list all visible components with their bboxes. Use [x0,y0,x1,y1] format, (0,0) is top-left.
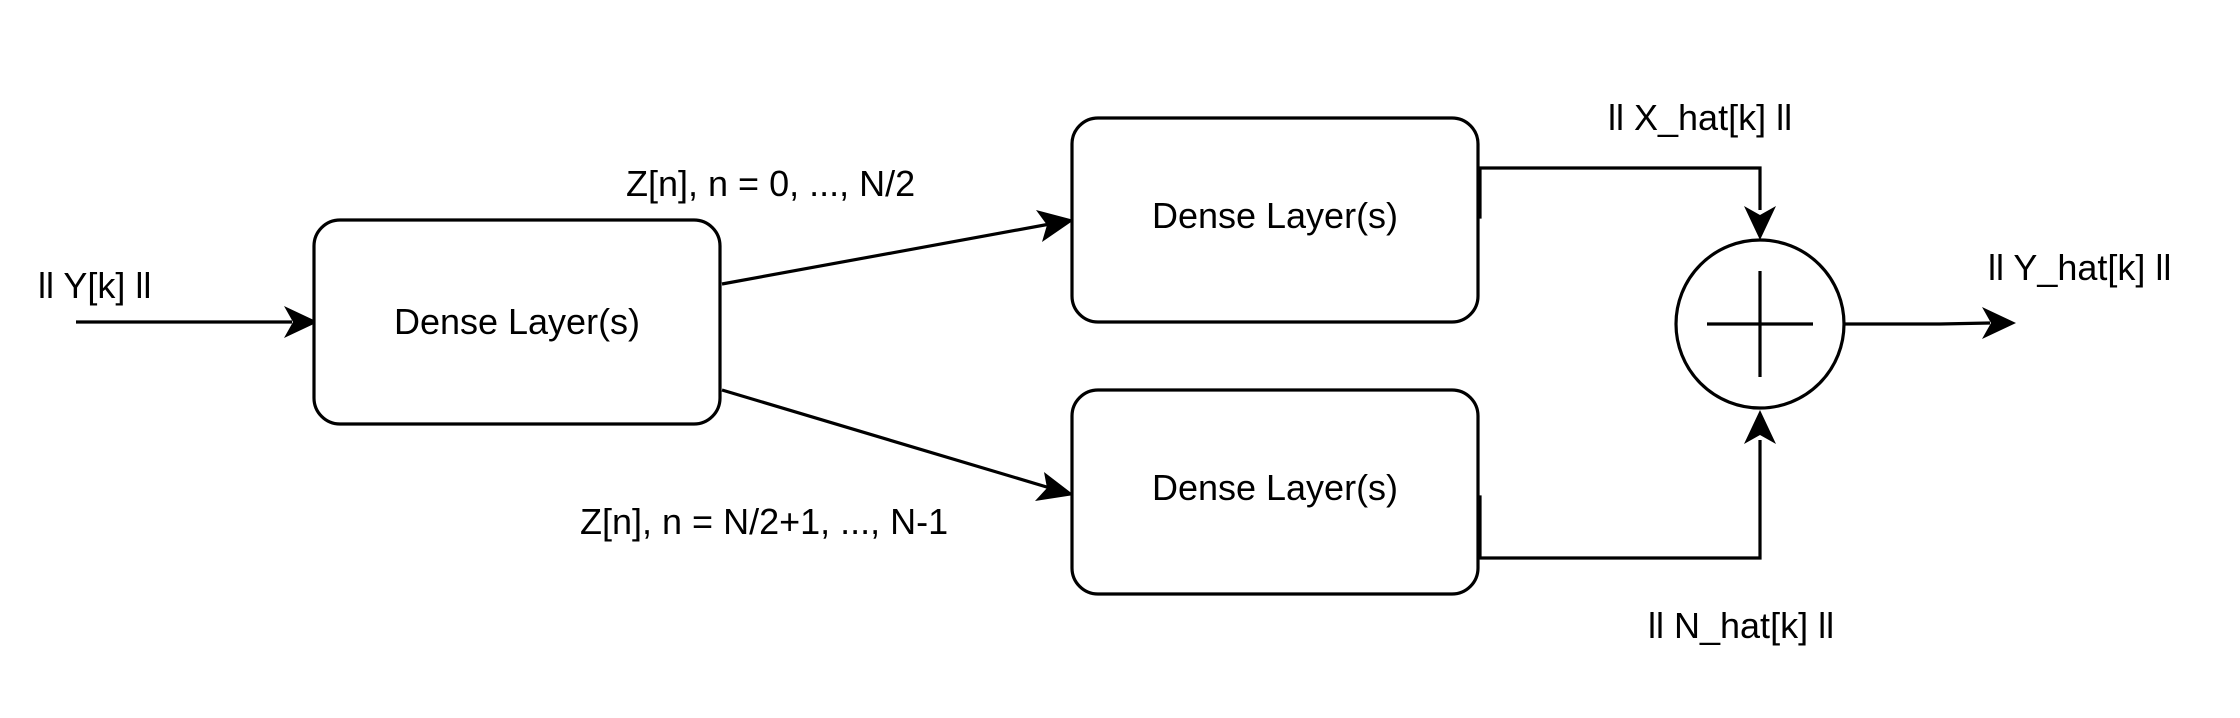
upper-dense-block-label: Dense Layer(s) [1152,195,1398,236]
lower-dense-block-label: Dense Layer(s) [1152,467,1398,508]
summing-junction [1674,238,1846,410]
lower-split-arrow [721,388,1074,501]
input-arrow [76,306,318,338]
x-hat-path [1478,166,1776,240]
output-arrow [1844,307,2016,339]
encoder-dense-block-label: Dense Layer(s) [394,301,640,342]
x-hat-label: ll X_hat[k] ll [1608,97,1792,138]
output-signal-label: ll Y_hat[k] ll [1988,247,2171,288]
upper-split-arrow [721,210,1074,286]
z-lower-label: Z[n], n = N/2+1, ..., N-1 [580,501,948,542]
n-hat-label: ll N_hat[k] ll [1648,605,1834,646]
n-hat-path [1478,410,1776,560]
plus-icon [1707,271,1813,377]
z-upper-label: Z[n], n = 0, ..., N/2 [626,163,915,204]
encoder-dense-block: Dense Layer(s) [312,218,722,426]
lower-dense-block: Dense Layer(s) [1070,388,1480,596]
input-signal-label: ll Y[k] ll [38,265,151,306]
upper-dense-block: Dense Layer(s) [1070,116,1480,324]
